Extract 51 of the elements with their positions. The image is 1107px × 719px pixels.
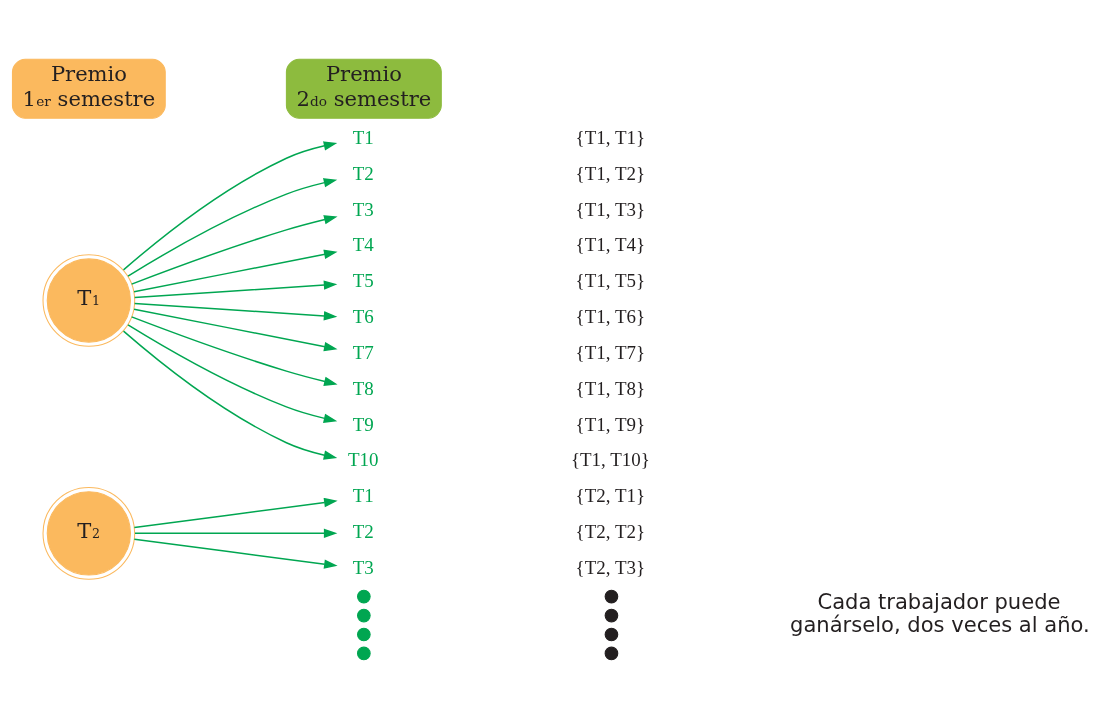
label: Cada trabajador puede ganárselo, dos veces al año.: [790, 589, 1090, 638]
node-box: Premio 2do semestre: [285, 58, 442, 119]
node-circle: [357, 608, 371, 623]
label: {T1, T4}: [575, 234, 646, 256]
label: {T1, T5}: [575, 270, 646, 292]
node-text: T3: [352, 198, 374, 220]
label: {T1, T10}: [570, 449, 650, 471]
node-text: T9: [352, 413, 374, 435]
arrow: [133, 497, 338, 529]
node-text: T1: [352, 485, 374, 507]
label: {T2, T3}: [575, 556, 646, 578]
node-text: T5: [352, 270, 374, 292]
arrow: [130, 215, 338, 285]
arrow: [133, 302, 338, 321]
arrow: [133, 308, 338, 352]
label: {T1, T3}: [575, 198, 646, 220]
arrow: [127, 324, 338, 423]
arrow: [122, 330, 338, 460]
label: {T1, T2}: [575, 162, 646, 184]
arrow: [133, 249, 338, 293]
label: {T2, T2}: [575, 520, 646, 542]
node-text: T4: [352, 234, 374, 256]
node-circle: [604, 608, 619, 623]
node-text: T8: [352, 377, 374, 399]
label: {T2, T1}: [575, 485, 646, 507]
label: {T1, T6}: [575, 306, 646, 328]
node-circle: [604, 627, 619, 642]
label: {T1, T7}: [575, 341, 646, 363]
node-text: T7: [352, 341, 374, 363]
label: {T1, T9}: [575, 413, 646, 435]
node-text: T2: [352, 162, 374, 184]
arrow: [122, 141, 338, 271]
arrow: [130, 316, 338, 386]
label: {T1, T1}: [575, 126, 646, 148]
node-circle: [604, 589, 619, 604]
node-text: T2: [352, 520, 374, 542]
node-circle: [357, 627, 371, 642]
node-text: T10: [348, 449, 379, 471]
label: {T1, T8}: [575, 377, 646, 399]
arrow: [134, 528, 338, 539]
node-circle: T2: [42, 487, 136, 580]
arrow: [133, 280, 338, 299]
node-circle: [604, 646, 619, 661]
node-circle: [357, 589, 371, 604]
node-text: T1: [352, 126, 374, 148]
arrow: [127, 178, 338, 277]
node-text: T6: [352, 306, 374, 328]
node-circle: T1: [42, 254, 136, 347]
node-circle: [357, 646, 371, 661]
node-text: T3: [352, 556, 374, 578]
arrow: [133, 538, 338, 569]
